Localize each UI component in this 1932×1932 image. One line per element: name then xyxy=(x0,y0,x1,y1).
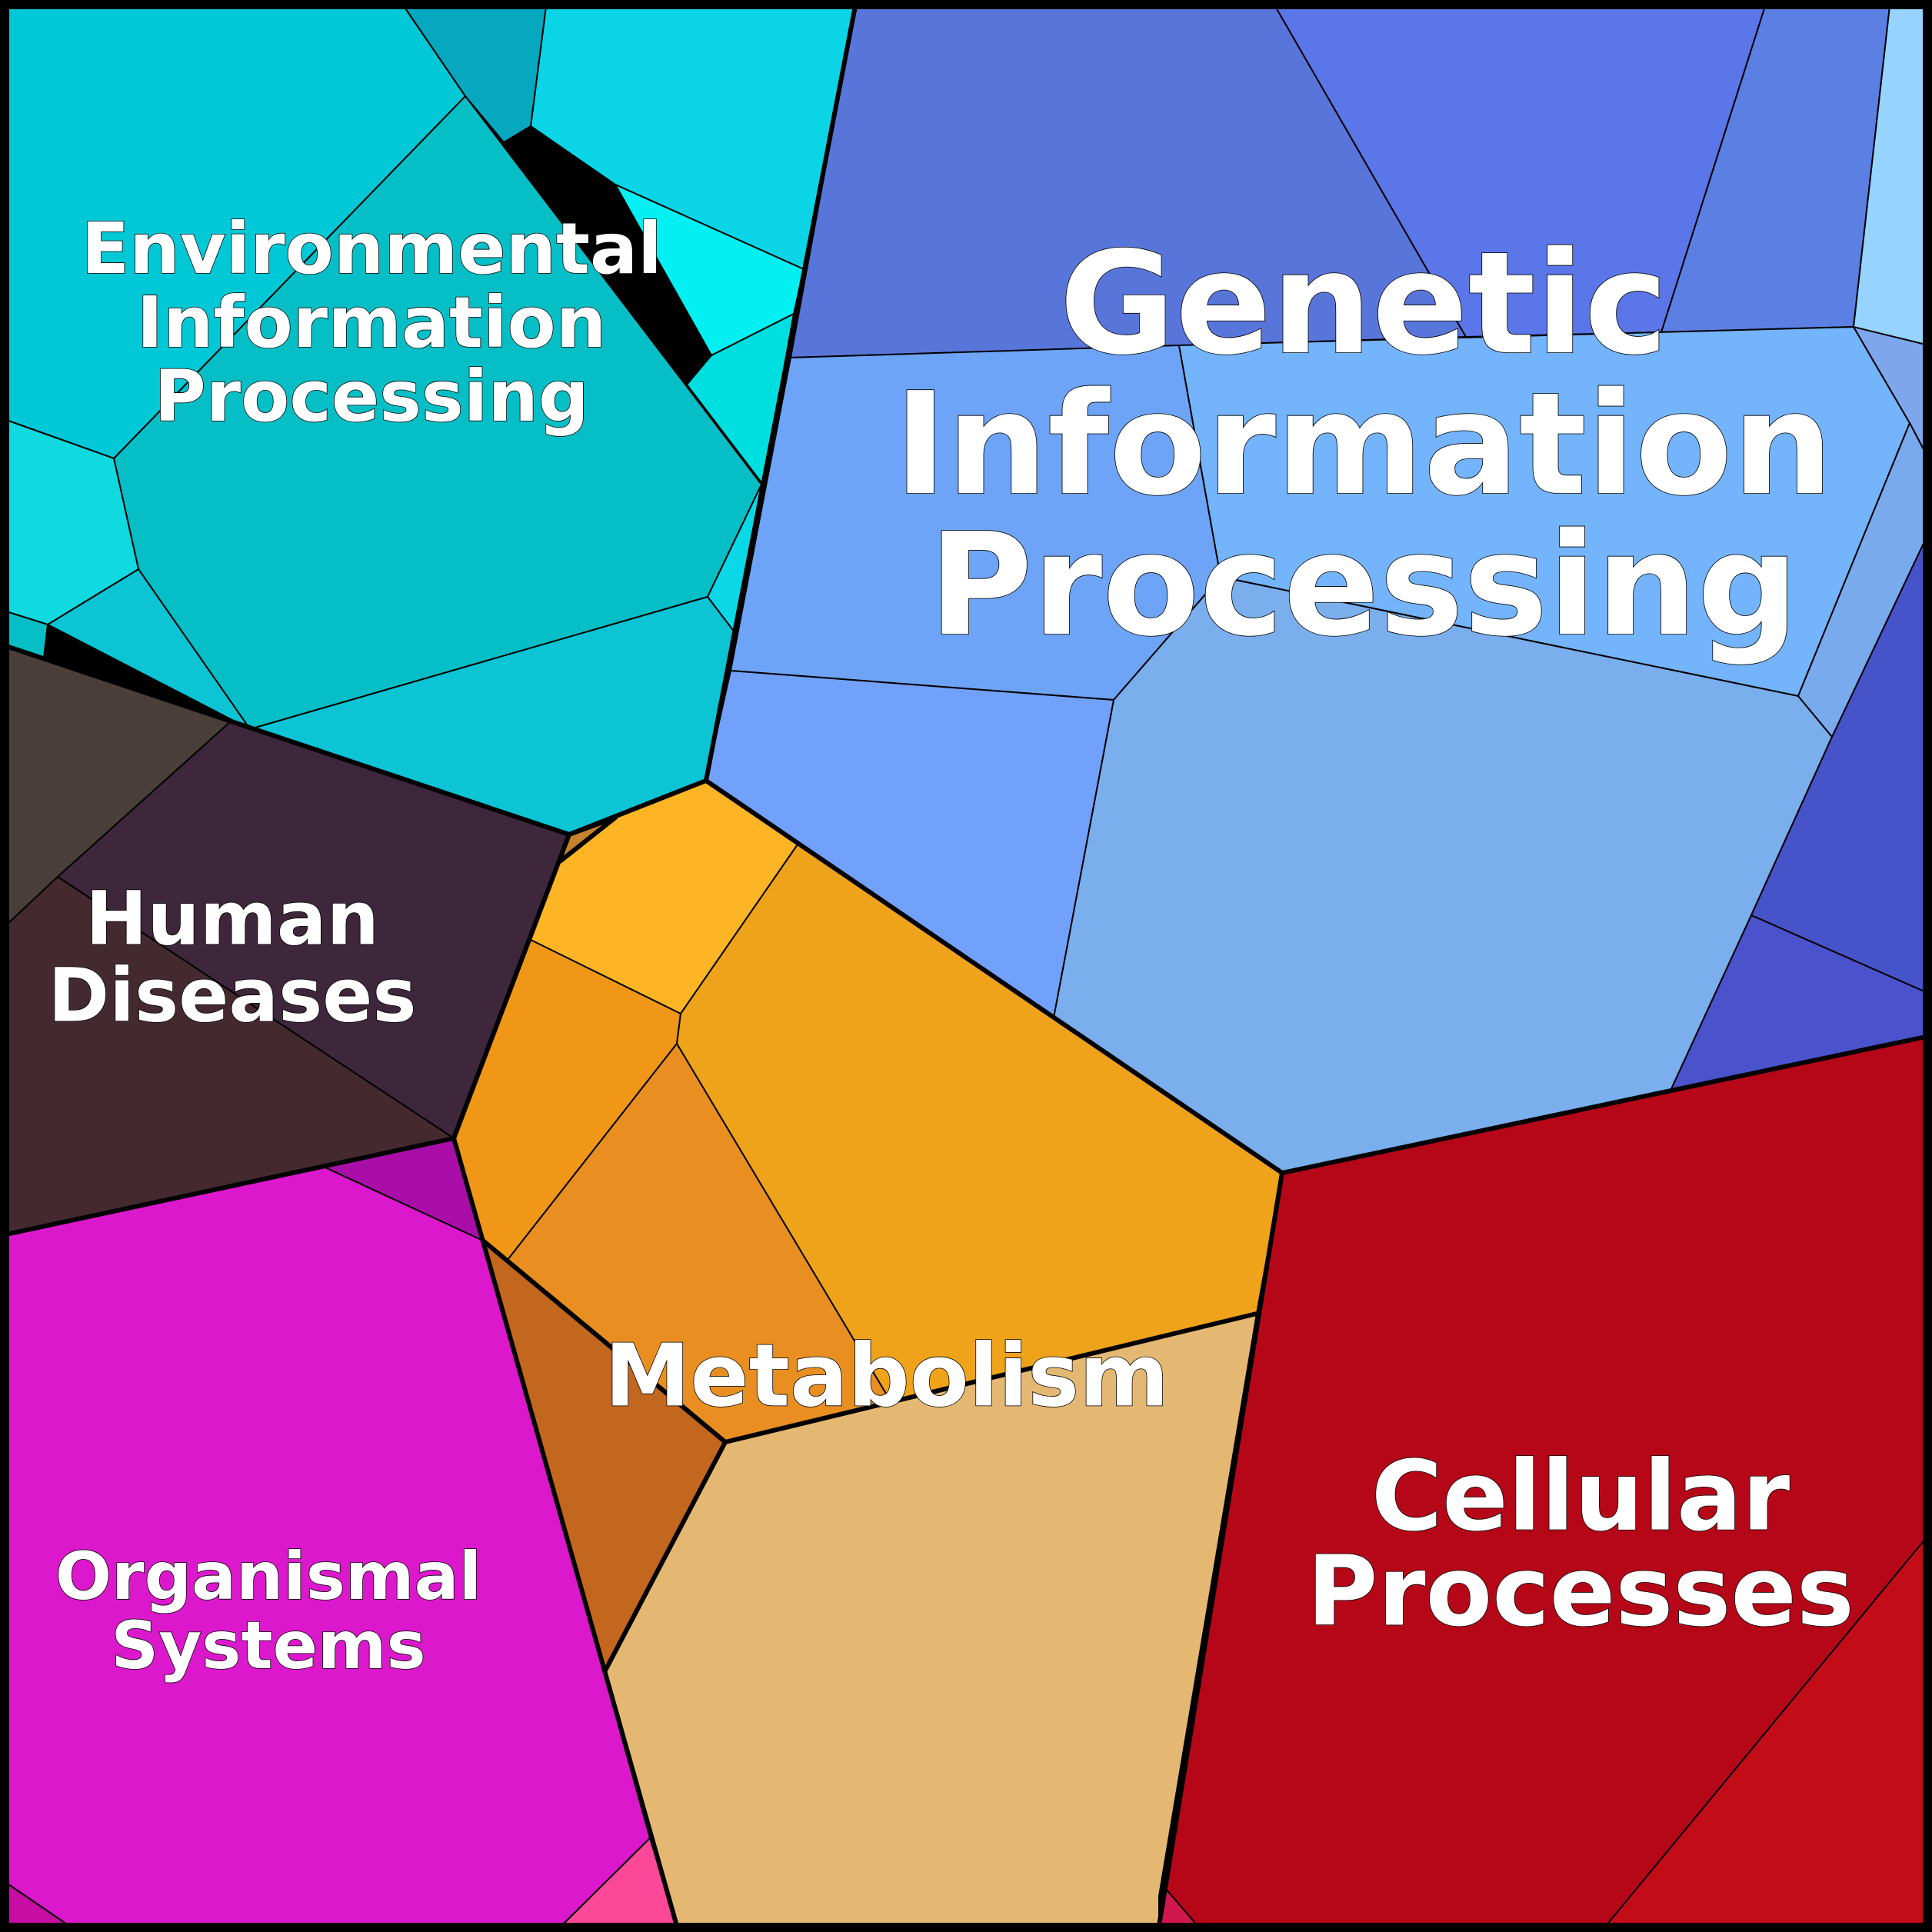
boundary-metabolism-upper xyxy=(558,815,618,864)
label-line: Genetic xyxy=(1059,222,1668,386)
category-boundaries xyxy=(5,5,1927,1927)
boundary-cellular xyxy=(1157,1172,1284,1927)
region-organismal-systems xyxy=(5,1138,678,1927)
region-metabolism xyxy=(453,780,1283,1927)
region-genetic-information-processing xyxy=(705,5,1927,1174)
region-human-diseases xyxy=(5,645,570,1235)
label-line: Information xyxy=(894,362,1834,527)
label-line: Processing xyxy=(929,503,1799,668)
boundary-organismal xyxy=(451,1138,679,1927)
label-metabolism: Metabolism xyxy=(605,1326,1169,1426)
label-line: Processes xyxy=(1307,1534,1854,1647)
label-line: Systems xyxy=(111,1607,425,1684)
label-line: Environmental xyxy=(81,208,661,290)
label-line: Diseases xyxy=(48,953,416,1039)
label-line: Human xyxy=(85,876,379,962)
label-line: Metabolism xyxy=(605,1326,1169,1426)
label-line: Organismal xyxy=(55,1538,481,1615)
boundary-metabolism-lower xyxy=(603,1441,728,1672)
label-line: Processing xyxy=(154,355,588,438)
region-environmental-information-processing xyxy=(5,5,856,835)
label-line: Information xyxy=(137,281,607,364)
boundary-environmental xyxy=(5,5,858,837)
label-line: Cellular xyxy=(1371,1439,1790,1552)
